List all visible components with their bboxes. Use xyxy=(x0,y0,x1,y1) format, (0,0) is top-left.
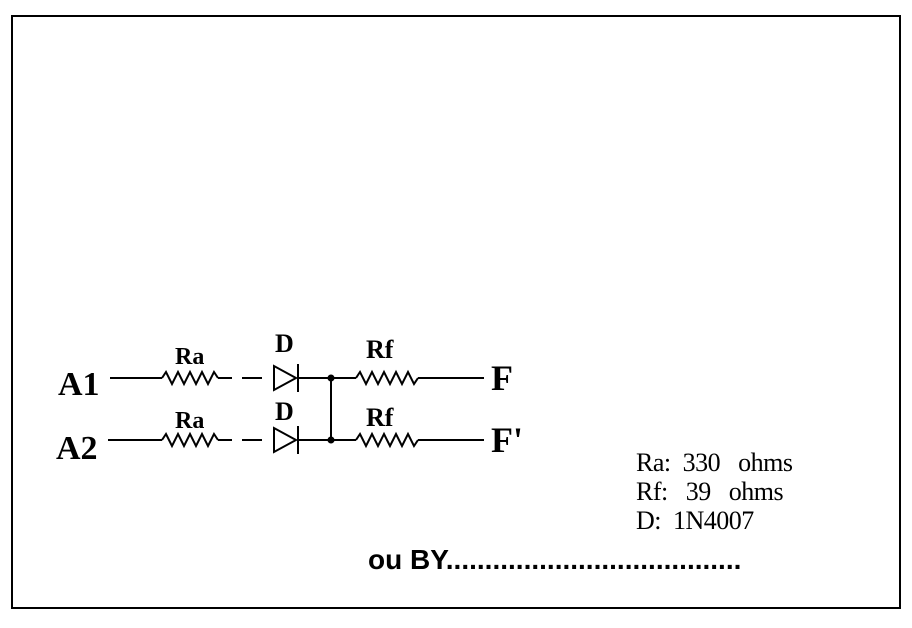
output-label-f: F xyxy=(491,358,513,398)
frame-border xyxy=(11,15,901,609)
resistor-rf-2-label: Rf xyxy=(366,403,394,432)
fill-in-dots: ...................................... xyxy=(445,544,742,575)
input-label-a2: A2 xyxy=(56,430,98,467)
resistor-rf-1 xyxy=(355,369,419,387)
circuit-row-2 xyxy=(108,426,484,454)
value-diode: D: 1N4007 xyxy=(636,506,754,535)
fill-in-line: ou BY...................................… xyxy=(368,544,741,576)
value-ra: Ra: 330 ohms xyxy=(636,448,793,477)
resistor-rf-1-label: Rf xyxy=(366,335,394,364)
diode-1-body xyxy=(273,364,299,392)
input-label-a1: A1 xyxy=(58,366,100,403)
circuit-row-1 xyxy=(110,364,484,392)
resistor-ra-1-label: Ra xyxy=(175,344,204,370)
resistor-ra-2 xyxy=(161,431,219,449)
diode-2-label: D xyxy=(275,397,294,426)
resistor-ra-2-label: Ra xyxy=(175,408,204,434)
fill-in-prefix: ou BY xyxy=(368,544,446,575)
junction-dot-1 xyxy=(327,374,335,382)
junction-dot-2 xyxy=(327,436,335,444)
resistor-rf-2 xyxy=(355,431,419,449)
resistor-ra-1 xyxy=(161,369,219,387)
diode-1-label: D xyxy=(275,329,294,358)
diode-2-body xyxy=(273,426,299,454)
value-rf: Rf: 39 ohms xyxy=(636,477,784,506)
output-label-fprime: F' xyxy=(491,420,523,460)
